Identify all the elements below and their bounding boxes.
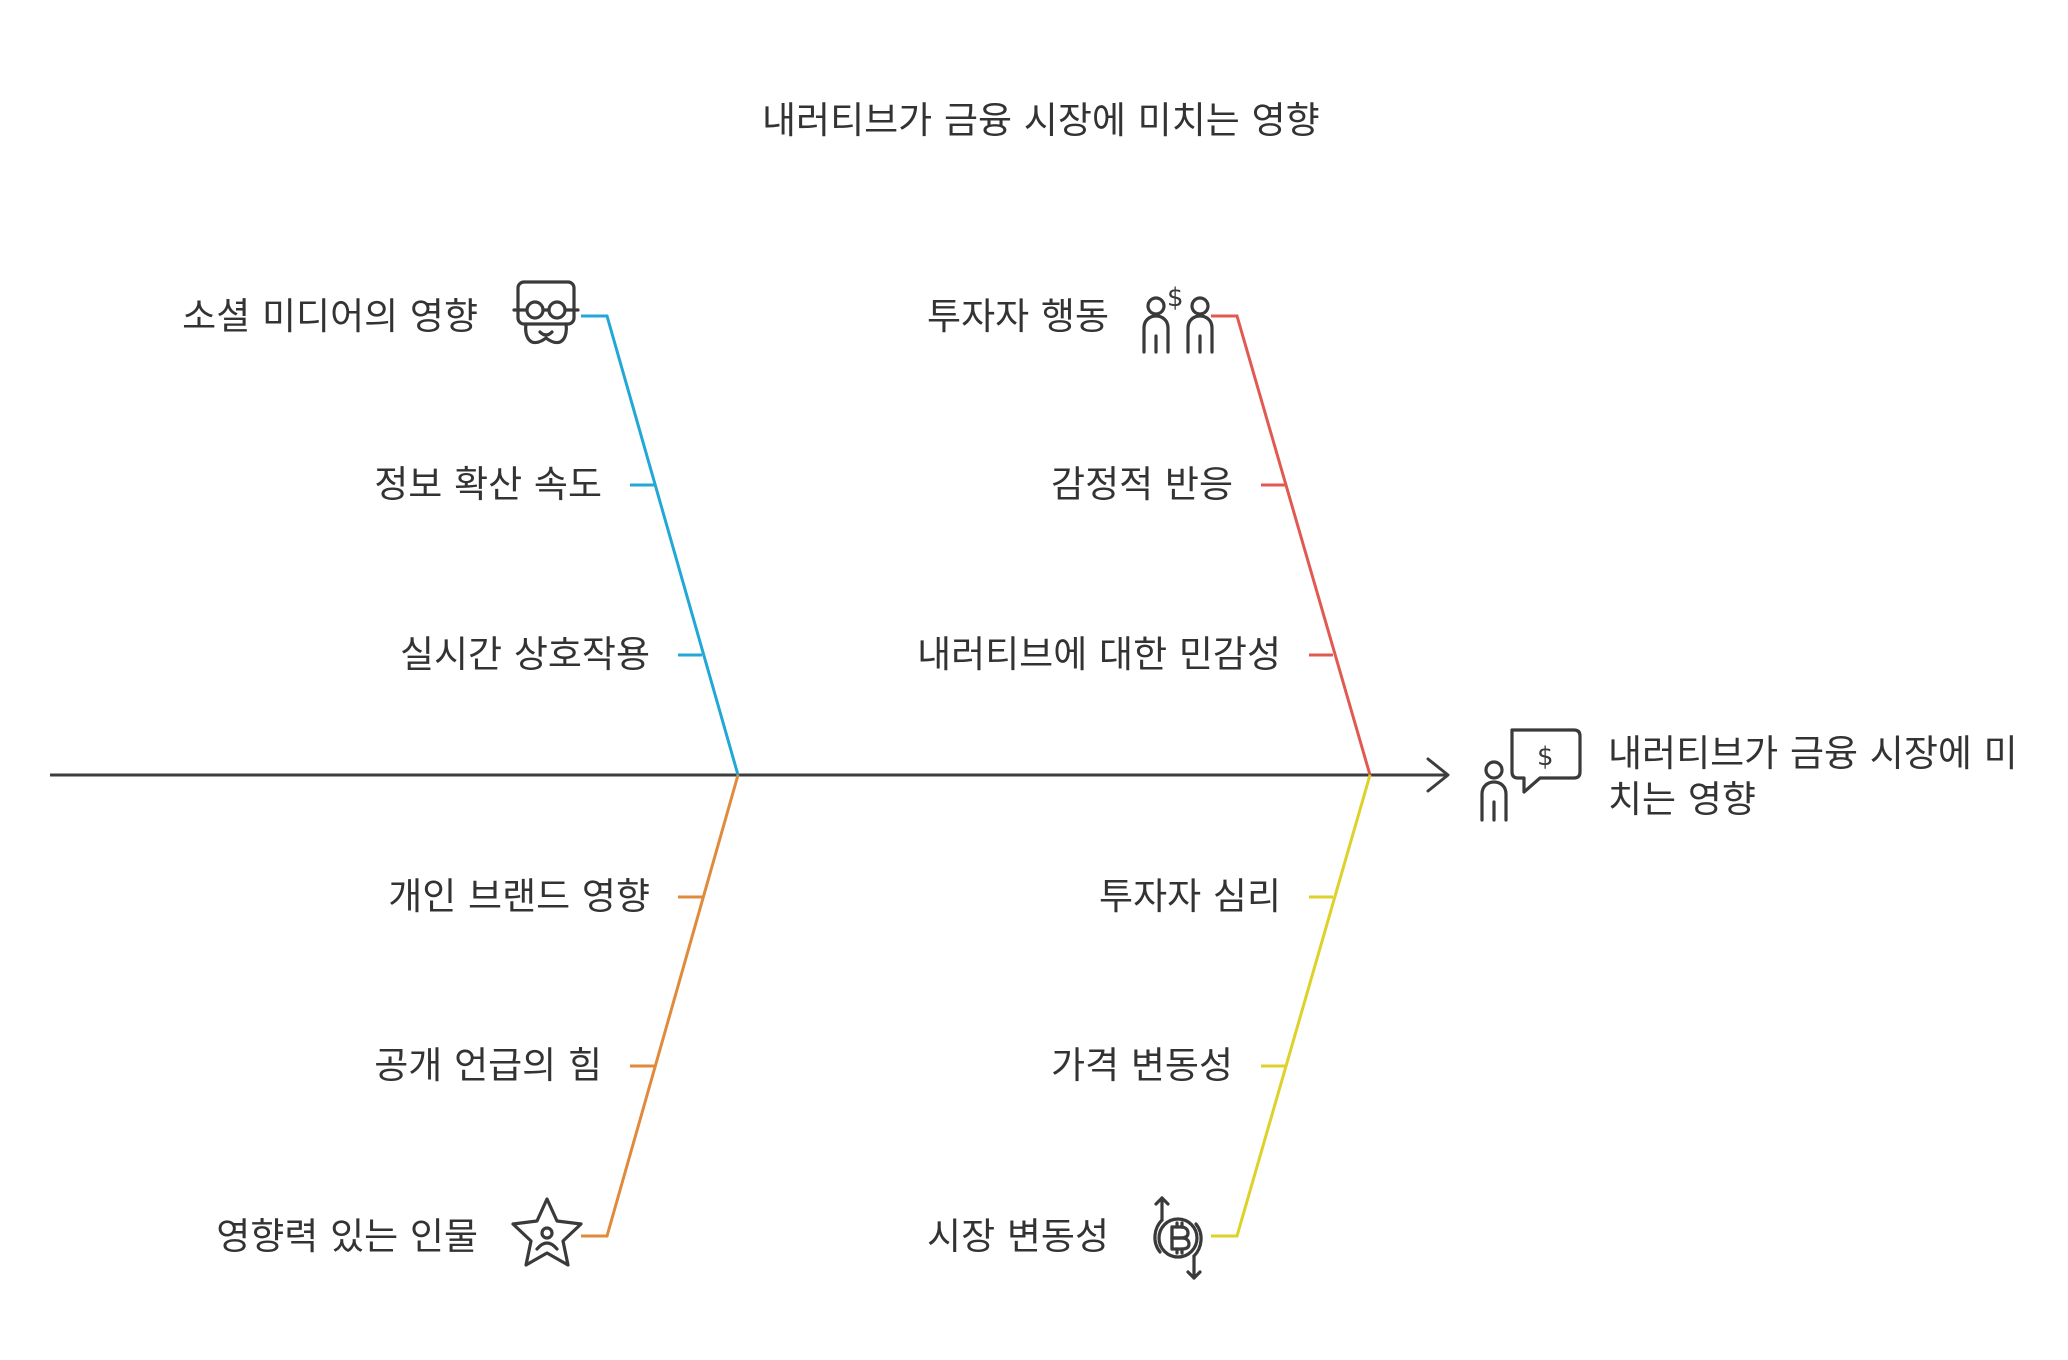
people-dollar-icon: $ xyxy=(1142,283,1214,354)
branch-title-influencers: 영향력 있는 인물 xyxy=(216,1215,478,1258)
cause-label: 투자자 심리 xyxy=(1099,875,1281,918)
person-speech-dollar-icon: $ xyxy=(1480,728,1582,822)
cause-label: 가격 변동성 xyxy=(1051,1044,1233,1087)
branch-social-media: 소셜 미디어의 영향 정보 확산 속도 실시간 상호작용 xyxy=(182,280,740,776)
diagram-title: 내러티브가 금융 시장에 미치는 영향 xyxy=(762,99,1320,142)
branch-influencers: 영향력 있는 인물 개인 브랜드 영향 공개 언급의 힘 xyxy=(216,774,740,1267)
branch-line-investor-behavior xyxy=(1211,314,1372,776)
cause-label: 개인 브랜드 영향 xyxy=(388,875,650,918)
star-person-icon xyxy=(511,1197,583,1267)
branch-line-market-volatility xyxy=(1211,774,1372,1238)
effect-label-line1: 내러티브가 금융 시장에 미 xyxy=(1608,732,2018,775)
spine-arrowhead xyxy=(1426,757,1450,793)
cause-label: 감정적 반응 xyxy=(1051,463,1233,506)
cause-label: 내러티브에 대한 민감성 xyxy=(917,633,1281,676)
glasses-mustache-icon xyxy=(512,280,580,345)
svg-text:$: $ xyxy=(1537,742,1554,772)
branch-title-investor-behavior: 투자자 행동 xyxy=(927,295,1109,338)
cause-label: 공개 언급의 힘 xyxy=(374,1044,602,1087)
branch-title-market-volatility: 시장 변동성 xyxy=(927,1215,1109,1258)
branch-market-volatility: 시장 변동성 투자자 심리 가격 변동성 xyxy=(927,774,1372,1280)
svg-text:$: $ xyxy=(1167,283,1184,313)
effect-label-line2: 치는 영향 xyxy=(1608,778,1756,821)
bitcoin-arrows-icon xyxy=(1153,1196,1203,1280)
branch-line-influencers xyxy=(581,774,740,1238)
effect-head: $ 내러티브가 금융 시장에 미 치는 영향 xyxy=(1480,728,2018,822)
branch-title-social-media: 소셜 미디어의 영향 xyxy=(182,295,478,338)
cause-label: 정보 확산 속도 xyxy=(374,463,602,506)
branch-line-social-media xyxy=(581,314,740,776)
cause-label: 실시간 상호작용 xyxy=(400,633,650,676)
branch-investor-behavior: 투자자 행동 감정적 반응 내러티브에 대한 민감성 $ xyxy=(917,283,1372,776)
